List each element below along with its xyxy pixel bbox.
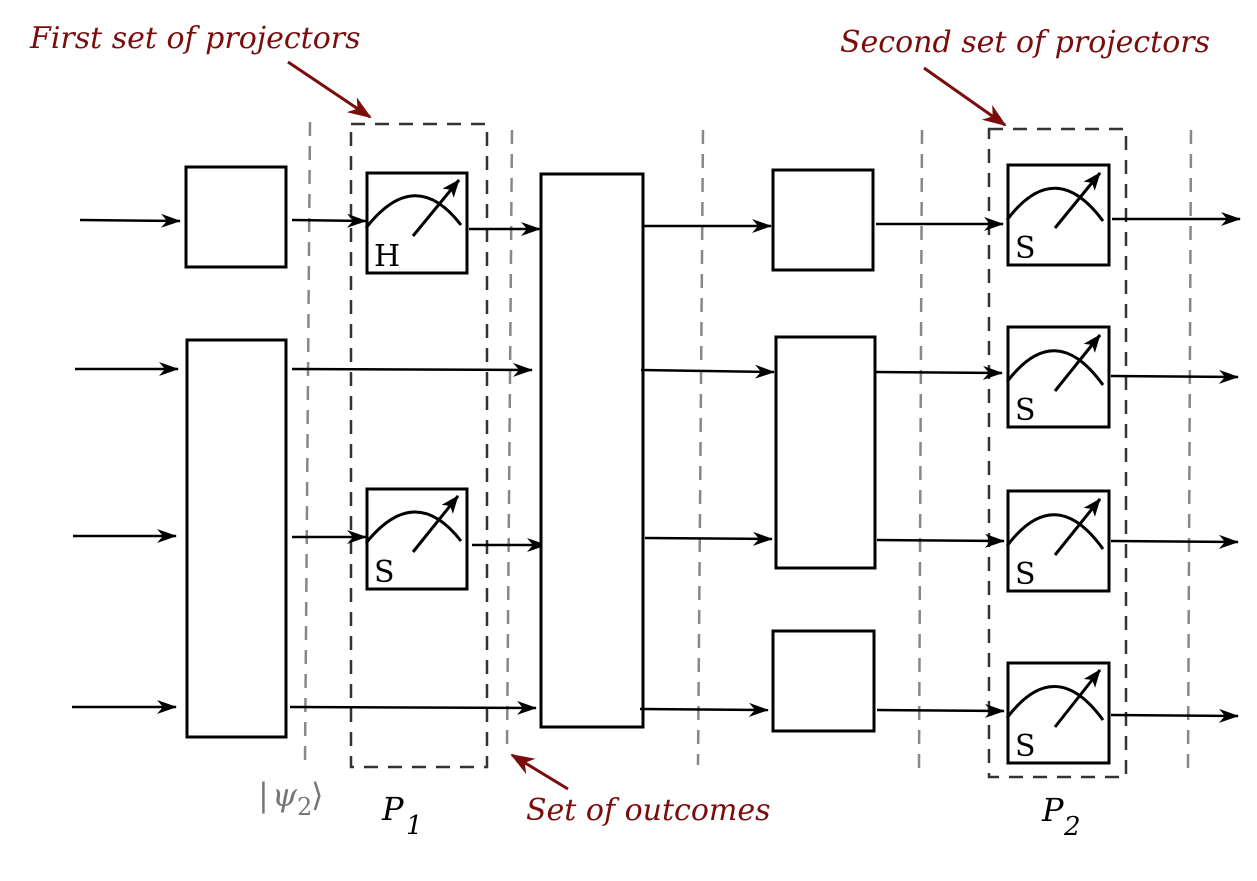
- gate-stage1-lines2-4: [185, 338, 288, 739]
- wire-s1-p1-line1: [291, 213, 367, 228]
- output-wires: [1110, 212, 1241, 723]
- gate-stage2-lines1-4: [539, 172, 645, 729]
- output-wire-4: [1110, 708, 1239, 723]
- meter-p1-line3: S: [364, 487, 469, 591]
- projector-symbol: P: [381, 790, 404, 828]
- ket-close: ⟩: [311, 776, 323, 814]
- ket-symbol: ψ: [272, 776, 298, 814]
- meter-basis-label: H: [374, 239, 400, 274]
- annotation-arrow: [510, 753, 569, 791]
- gate-stage3-line1: [771, 168, 875, 272]
- meter-basis-label: S: [1015, 557, 1036, 592]
- annotation-arrow: [287, 60, 372, 119]
- projector-label-p2: P 2: [1041, 791, 1081, 842]
- meter-p1-line1: H: [364, 171, 469, 275]
- separator-4: [917, 129, 924, 769]
- annotation-arrow: [923, 66, 1007, 127]
- annotation-first-projectors: First set of projectors: [29, 21, 372, 119]
- meter-icon: [1053, 334, 1102, 392]
- separator-5: [1186, 129, 1193, 769]
- wire-s3-p2-line3: [876, 533, 1005, 548]
- meter-basis-label: S: [1015, 729, 1036, 764]
- separator-3: [696, 129, 705, 766]
- gate-stage3-line4: [771, 629, 876, 733]
- meter-icon: [1053, 669, 1102, 728]
- annotation-second-projectors: Second set of projectors: [840, 25, 1210, 127]
- annotation-outcomes: Set of outcomes: [510, 753, 771, 828]
- wire-s1-s2-line4: [289, 700, 537, 715]
- state-label-psi2: | ψ 2 ⟩: [258, 776, 323, 821]
- separator-outcomes: [505, 129, 514, 749]
- input-wire-1: [79, 213, 181, 228]
- wire-s1-s2-line2: [291, 362, 533, 377]
- meter-basis-label: S: [1015, 231, 1036, 266]
- projector-label-p1: P 1: [381, 790, 423, 841]
- meter-p2-line2: S: [1005, 325, 1111, 429]
- annotation-text: First set of projectors: [29, 21, 361, 56]
- wire-s3-p2-line4: [876, 703, 1005, 718]
- meter-icon: [411, 495, 460, 553]
- meter-basis-label: S: [1015, 393, 1036, 428]
- gate-stage1-line1: [184, 165, 288, 269]
- wire-s2-s3-line4: [639, 702, 769, 717]
- ket-open: |: [258, 776, 269, 814]
- projector-symbol: P: [1041, 791, 1064, 829]
- meter-icon: [1053, 498, 1102, 556]
- meter-p2-line4: S: [1005, 661, 1111, 765]
- projector-subscript: 2: [1063, 812, 1081, 842]
- annotation-text: Set of outcomes: [526, 793, 771, 828]
- wire-s2-s3-line2: [640, 364, 775, 379]
- meter-p2-line3: S: [1005, 489, 1111, 593]
- ket-subscript: 2: [297, 793, 312, 821]
- wire-s3-p2-line2: [875, 365, 1003, 380]
- output-wire-2: [1110, 369, 1239, 384]
- meter-icon: [411, 179, 461, 237]
- wire-s2-s3-line3: [644, 531, 773, 546]
- projector-group-p1: [349, 122, 489, 769]
- annotation-text: Second set of projectors: [840, 25, 1210, 60]
- meter-basis-label: S: [374, 555, 395, 590]
- projector-subscript: 1: [406, 811, 423, 841]
- meter-icon: [1053, 172, 1102, 229]
- gate-stage3-lines2-3: [774, 335, 877, 570]
- separator-psi2: [303, 121, 312, 761]
- projector-group-p2: [987, 127, 1128, 779]
- output-wire-3: [1110, 534, 1239, 549]
- input-wires: [72, 213, 181, 714]
- meter-p2-line1: S: [1005, 163, 1111, 267]
- time-slice-separators: [303, 121, 1193, 769]
